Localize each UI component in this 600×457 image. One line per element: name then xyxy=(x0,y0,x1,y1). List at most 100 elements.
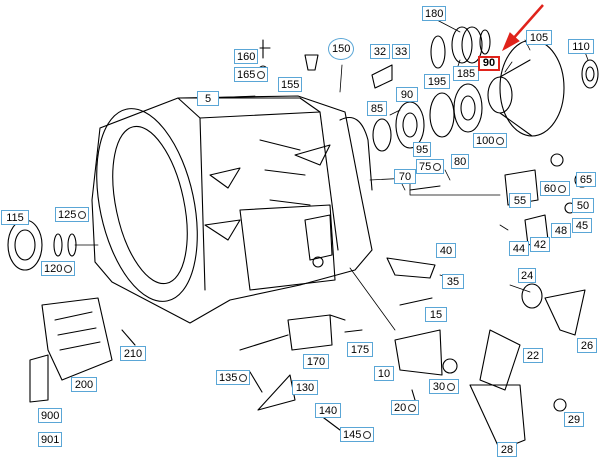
part-callout-155: 155 xyxy=(278,77,303,92)
part-number: 50 xyxy=(576,200,590,212)
o-ring-marker-icon xyxy=(408,404,417,413)
part-number: 200 xyxy=(74,379,94,391)
part-callout-130: 130 xyxy=(292,380,318,395)
part-callout-185: 185 xyxy=(453,66,479,81)
part-number: 33 xyxy=(395,46,408,58)
part-callout-175: 175 xyxy=(347,342,373,357)
part-callout-44: 44 xyxy=(509,241,529,256)
part-number: 901 xyxy=(41,434,60,446)
part-number: 145 xyxy=(343,429,362,441)
part-callout-80: 80 xyxy=(451,154,470,169)
part-number: 95 xyxy=(416,144,429,156)
part-number: 60 xyxy=(543,183,557,195)
part-callout-120: 120 xyxy=(41,261,76,276)
leader-lines xyxy=(74,19,589,331)
part-callout-145: 145 xyxy=(340,427,375,442)
part-number: 29 xyxy=(567,414,581,426)
part-callout-55: 55 xyxy=(509,193,531,208)
part-number: 24 xyxy=(521,270,534,282)
o-ring-marker-icon xyxy=(363,431,372,440)
part-callout-900: 900 xyxy=(38,408,63,423)
part-callout-70: 70 xyxy=(394,169,416,184)
o-ring-marker-icon xyxy=(558,185,567,194)
part-callout-22: 22 xyxy=(523,348,543,363)
part-number: 80 xyxy=(454,156,467,168)
part-number: 70 xyxy=(398,171,412,183)
part-number: 20 xyxy=(394,402,407,414)
part-number: 115 xyxy=(6,212,24,224)
part-callout-105: 105 xyxy=(526,30,552,45)
part-number: 44 xyxy=(512,243,526,255)
part-callout-28: 28 xyxy=(497,442,517,457)
part-callout-90: 90 xyxy=(478,56,500,71)
part-number: 175 xyxy=(350,344,370,356)
shift-linkage xyxy=(386,257,586,451)
part-callout-100: 100 xyxy=(473,133,508,148)
part-number: 48 xyxy=(554,225,568,237)
part-callout-24: 24 xyxy=(518,268,537,283)
part-callout-90b: 90 xyxy=(396,87,418,102)
part-callout-60: 60 xyxy=(540,181,570,196)
part-callout-30: 30 xyxy=(429,379,459,394)
part-callout-200: 200 xyxy=(71,377,97,392)
part-number: 90 xyxy=(400,89,414,101)
part-callout-40: 40 xyxy=(436,243,456,258)
part-number: 45 xyxy=(575,220,589,232)
part-callout-170: 170 xyxy=(303,354,329,369)
part-number: 125 xyxy=(58,209,77,221)
o-ring-marker-icon xyxy=(496,137,505,146)
part-number: 155 xyxy=(281,79,300,91)
o-ring-marker-icon xyxy=(257,71,266,80)
part-number: 40 xyxy=(439,245,453,257)
part-number: 130 xyxy=(295,382,315,394)
part-number: 55 xyxy=(513,195,527,207)
part-number: 30 xyxy=(432,381,446,393)
part-callout-26: 26 xyxy=(577,338,597,353)
part-number: 120 xyxy=(44,263,63,275)
part-number: 26 xyxy=(580,340,594,352)
part-number: 10 xyxy=(377,368,391,380)
part-callout-29: 29 xyxy=(564,412,584,427)
part-callout-150: 150 xyxy=(328,38,355,60)
part-number: 65 xyxy=(579,174,593,186)
o-ring-marker-icon xyxy=(239,374,248,383)
part-callout-75: 75 xyxy=(416,159,445,174)
o-ring-marker-icon xyxy=(78,211,87,220)
part-number: 42 xyxy=(533,239,547,251)
part-callout-195: 195 xyxy=(424,74,450,89)
part-number: 170 xyxy=(306,356,326,368)
part-callout-125: 125 xyxy=(55,207,90,222)
part-callout-20: 20 xyxy=(391,400,420,415)
part-callout-15: 15 xyxy=(425,307,447,322)
part-number: 210 xyxy=(123,348,143,360)
part-callout-95: 95 xyxy=(413,142,432,157)
part-callout-165: 165 xyxy=(234,67,269,82)
part-number: 160 xyxy=(237,51,256,63)
o-ring-marker-icon xyxy=(433,163,442,172)
part-callout-901: 901 xyxy=(38,432,63,447)
part-number: 150 xyxy=(332,43,351,55)
part-number: 180 xyxy=(425,8,444,20)
o-ring-marker-icon xyxy=(447,383,456,392)
part-callout-210: 210 xyxy=(120,346,146,361)
part-callout-45: 45 xyxy=(572,218,592,233)
part-callout-180: 180 xyxy=(422,6,447,21)
small-parts xyxy=(121,39,590,431)
valve-cover xyxy=(7,219,113,403)
o-ring-marker-icon xyxy=(64,265,73,274)
part-number: 900 xyxy=(41,410,60,422)
part-number: 35 xyxy=(446,276,460,288)
part-callout-85: 85 xyxy=(367,101,387,116)
part-number: 90 xyxy=(482,57,496,69)
part-number: 15 xyxy=(429,309,443,321)
part-number: 32 xyxy=(373,46,387,58)
part-number: 28 xyxy=(500,444,514,456)
part-number: 75 xyxy=(419,161,432,173)
part-callout-140: 140 xyxy=(315,403,341,418)
part-callout-50: 50 xyxy=(572,198,594,213)
part-callout-135: 135 xyxy=(216,370,251,385)
part-callout-110: 110 xyxy=(568,39,594,54)
part-callout-42: 42 xyxy=(530,237,550,252)
